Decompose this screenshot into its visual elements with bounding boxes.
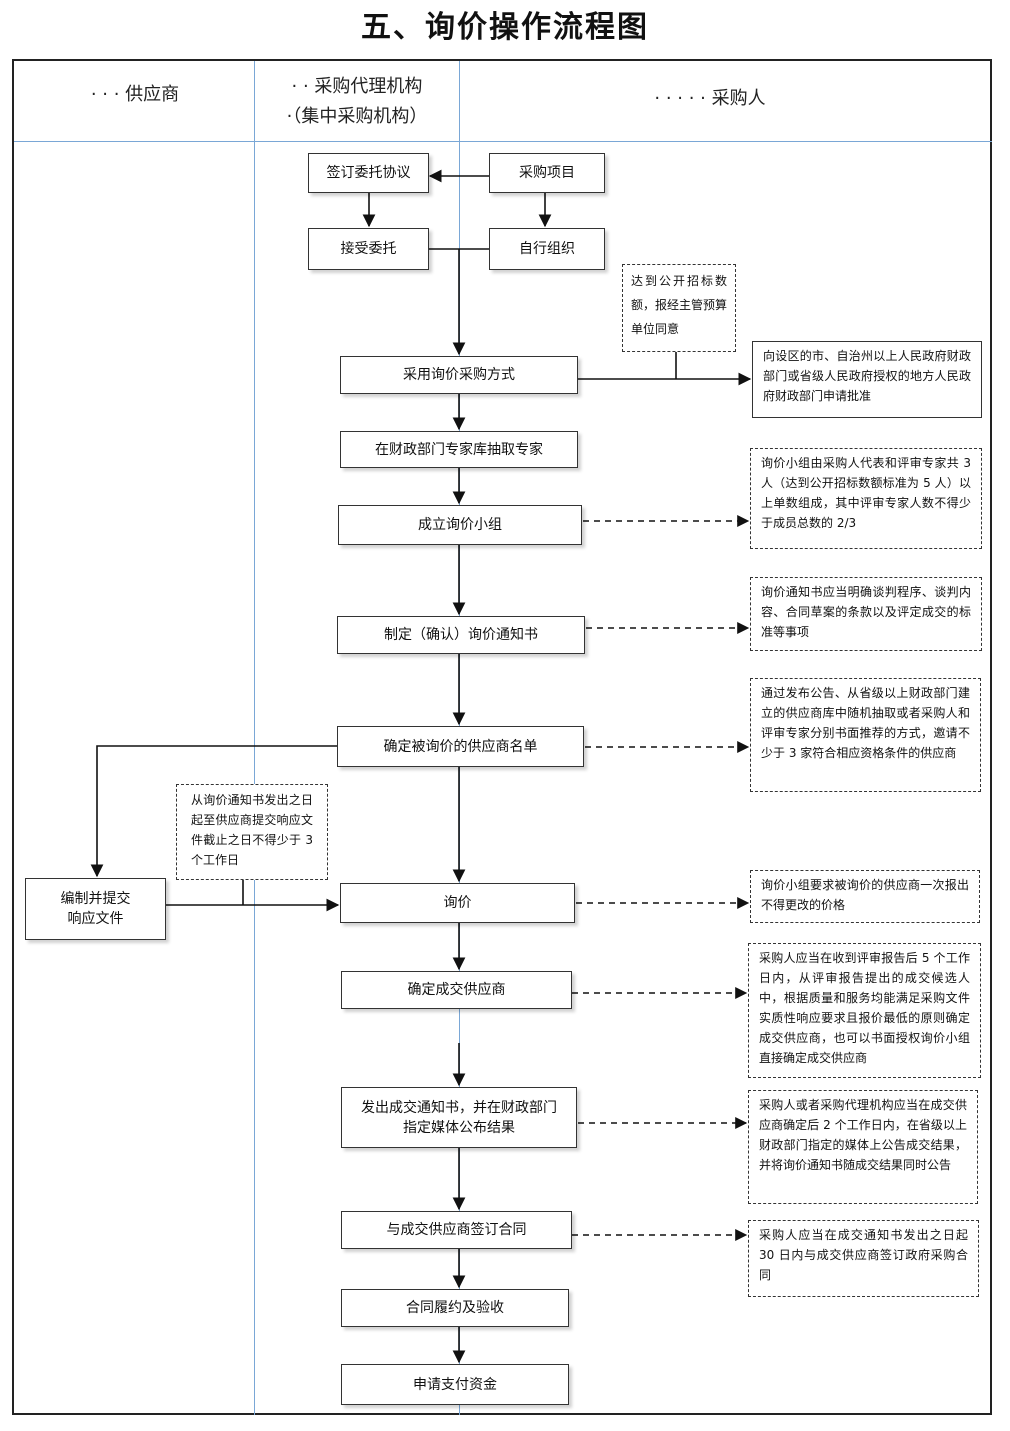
note-supplier-list: 通过发布公告、从省级以上财政部门建立的供应商库中随机抽取或者采购人和评审专家分别…	[750, 678, 981, 792]
note-notice: 询价通知书应当明确谈判程序、谈判内容、合同草案的条款以及评定成交的标准等事项	[750, 577, 982, 651]
lane-header-purchaser: · · · · · 采购人	[654, 88, 766, 109]
step-supplier-list[interactable]: 确定被询价的供应商名单	[337, 726, 584, 767]
step-prepare-response-line1: 编制并提交	[60, 891, 131, 907]
step-prepare-response[interactable]: 编制并提交 响应文件	[25, 878, 166, 940]
note-deadline: 从询价通知书发出之日起至供应商提交响应文件截止之日不得少于 3 个工作日	[176, 784, 328, 880]
step-experts[interactable]: 在财政部门专家库抽取专家	[340, 431, 578, 468]
page-title: 五、询价操作流程图	[361, 10, 649, 45]
note-threshold: 达到公开招标数额，报经主管预算单位同意	[622, 264, 736, 352]
note-contract: 采购人应当在成交通知书发出之日起 30 日内与成交供应商签订政府采购合同	[748, 1220, 979, 1297]
step-self-org[interactable]: 自行组织	[489, 228, 605, 270]
step-publish-result[interactable]: 发出成交通知书，并在财政部门指定媒体公布结果	[341, 1087, 577, 1148]
step-apply-payment[interactable]: 申请支付资金	[341, 1364, 569, 1405]
lane-divider-left	[254, 61, 255, 1415]
step-group[interactable]: 成立询价小组	[338, 505, 582, 545]
note-group: 询价小组由采购人代表和评审专家共 3 人（达到公开招标数额标准为 5 人）以上单…	[750, 448, 982, 549]
note-inquiry: 询价小组要求被询价的供应商一次报出不得更改的价格	[750, 870, 980, 923]
step-prepare-response-line2: 响应文件	[67, 911, 124, 927]
step-project[interactable]: 采购项目	[489, 153, 605, 193]
step-sign-contract[interactable]: 与成交供应商签订合同	[341, 1211, 572, 1249]
lane-header-agency: · · 采购代理机构 ·（集中采购机构）	[262, 72, 452, 132]
lane-header-agency-line2: ·（集中采购机构）	[286, 106, 428, 127]
step-sign-agreement[interactable]: 签订委托协议	[308, 153, 429, 193]
lane-header-agency-line1: · · 采购代理机构	[291, 76, 423, 97]
step-determine-supplier[interactable]: 确定成交供应商	[341, 971, 572, 1009]
lane-header-divider	[14, 141, 992, 142]
step-method[interactable]: 采用询价采购方式	[340, 356, 578, 394]
lane-header-supplier: · · · 供应商	[90, 84, 180, 105]
note-approval: 向设区的市、自治州以上人民政府财政部门或省级人民政府授权的地方人民政府财政部门申…	[752, 341, 982, 418]
step-accept[interactable]: 接受委托	[308, 228, 429, 270]
flowchart-frame	[12, 59, 992, 1415]
step-inquiry[interactable]: 询价	[340, 883, 575, 923]
note-determine: 采购人应当在收到评审报告后 5 个工作日内，从评审报告提出的成交候选人中，根据质…	[748, 943, 981, 1078]
step-perform-contract[interactable]: 合同履约及验收	[341, 1289, 569, 1327]
arrow-list-to-prepare	[90, 745, 337, 878]
step-notice[interactable]: 制定（确认）询价通知书	[337, 616, 585, 654]
note-publish: 采购人或者采购代理机构应当在成交供应商确定后 2 个工作日内，在省级以上财政部门…	[748, 1090, 978, 1204]
